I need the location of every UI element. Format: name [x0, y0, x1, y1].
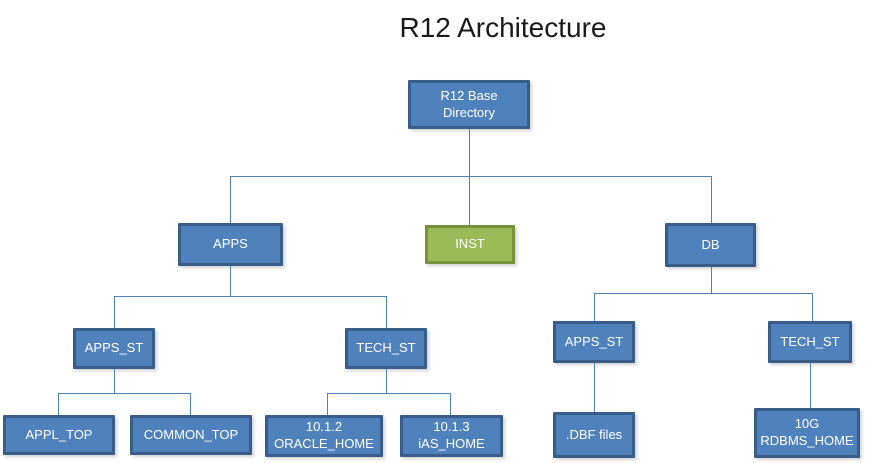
connector-appsst-crossbar [58, 393, 190, 394]
connector-techst-crossbar [327, 393, 450, 394]
connector-root-crossbar [230, 176, 712, 177]
node-oracle-home: 10.1.2 ORACLE_HOME [265, 415, 383, 457]
connector-appsst-stem [114, 369, 115, 393]
node-label: TECH_ST [780, 333, 840, 349]
node-r12-base-directory: R12 Base Directory [408, 80, 530, 129]
connector-root-stem [469, 129, 470, 176]
node-label: APPL_TOP [25, 426, 93, 442]
connector-appsst-dbffiles [594, 363, 595, 412]
node-db: DB [665, 223, 756, 267]
connector-techst-oraclehome [327, 393, 328, 415]
node-label: 10.1.3 iAS_HOME [418, 419, 485, 451]
node-label: DB [701, 236, 720, 252]
node-label: COMMON_TOP [143, 426, 239, 442]
node-label: INST [455, 236, 485, 252]
connector-root-apps [230, 176, 231, 223]
node-label: APPS_ST [564, 333, 624, 349]
node-label: .DBF files [565, 426, 623, 442]
connector-root-db [711, 176, 712, 223]
connector-appsst-appltop [58, 393, 59, 415]
connector-apps-stem [230, 266, 231, 296]
connector-apps-techst [386, 296, 387, 328]
node-label: 10.1.2 ORACLE_HOME [274, 419, 374, 451]
connector-techst-rdbmshome [810, 363, 811, 408]
connector-db-crossbar [594, 293, 812, 294]
node-ias-home: 10.1.3 iAS_HOME [400, 415, 503, 457]
connector-apps-crossbar [114, 296, 386, 297]
node-apps: APPS [178, 223, 283, 266]
connector-db-stem [711, 267, 712, 293]
connector-db-techst [812, 293, 813, 321]
connector-techst-stem [386, 369, 387, 393]
node-apps-st-right: APPS_ST [553, 321, 635, 363]
node-label: APPS_ST [84, 340, 144, 356]
node-apps-st-left: APPS_ST [73, 328, 155, 369]
node-dbf-files: .DBF files [553, 412, 635, 458]
node-label: R12 Base Directory [440, 87, 498, 120]
diagram-title: R12 Architecture [399, 12, 607, 43]
node-common-top: COMMON_TOP [130, 415, 252, 455]
connector-techst-iashome [450, 393, 451, 415]
node-label: APPS [213, 236, 248, 252]
connector-appsst-commontop [190, 393, 191, 415]
node-label: TECH_ST [356, 340, 416, 356]
connector-apps-appsst [114, 296, 115, 328]
connector-db-appsst [594, 293, 595, 321]
node-tech-st-right: TECH_ST [768, 321, 852, 363]
connector-root-inst [469, 176, 470, 225]
node-tech-st-left: TECH_ST [345, 328, 427, 369]
node-label: 10G RDBMS_HOME [760, 416, 854, 448]
node-rdbms-home: 10G RDBMS_HOME [754, 408, 860, 458]
node-appl-top: APPL_TOP [3, 415, 115, 455]
node-inst: INST [425, 225, 515, 264]
